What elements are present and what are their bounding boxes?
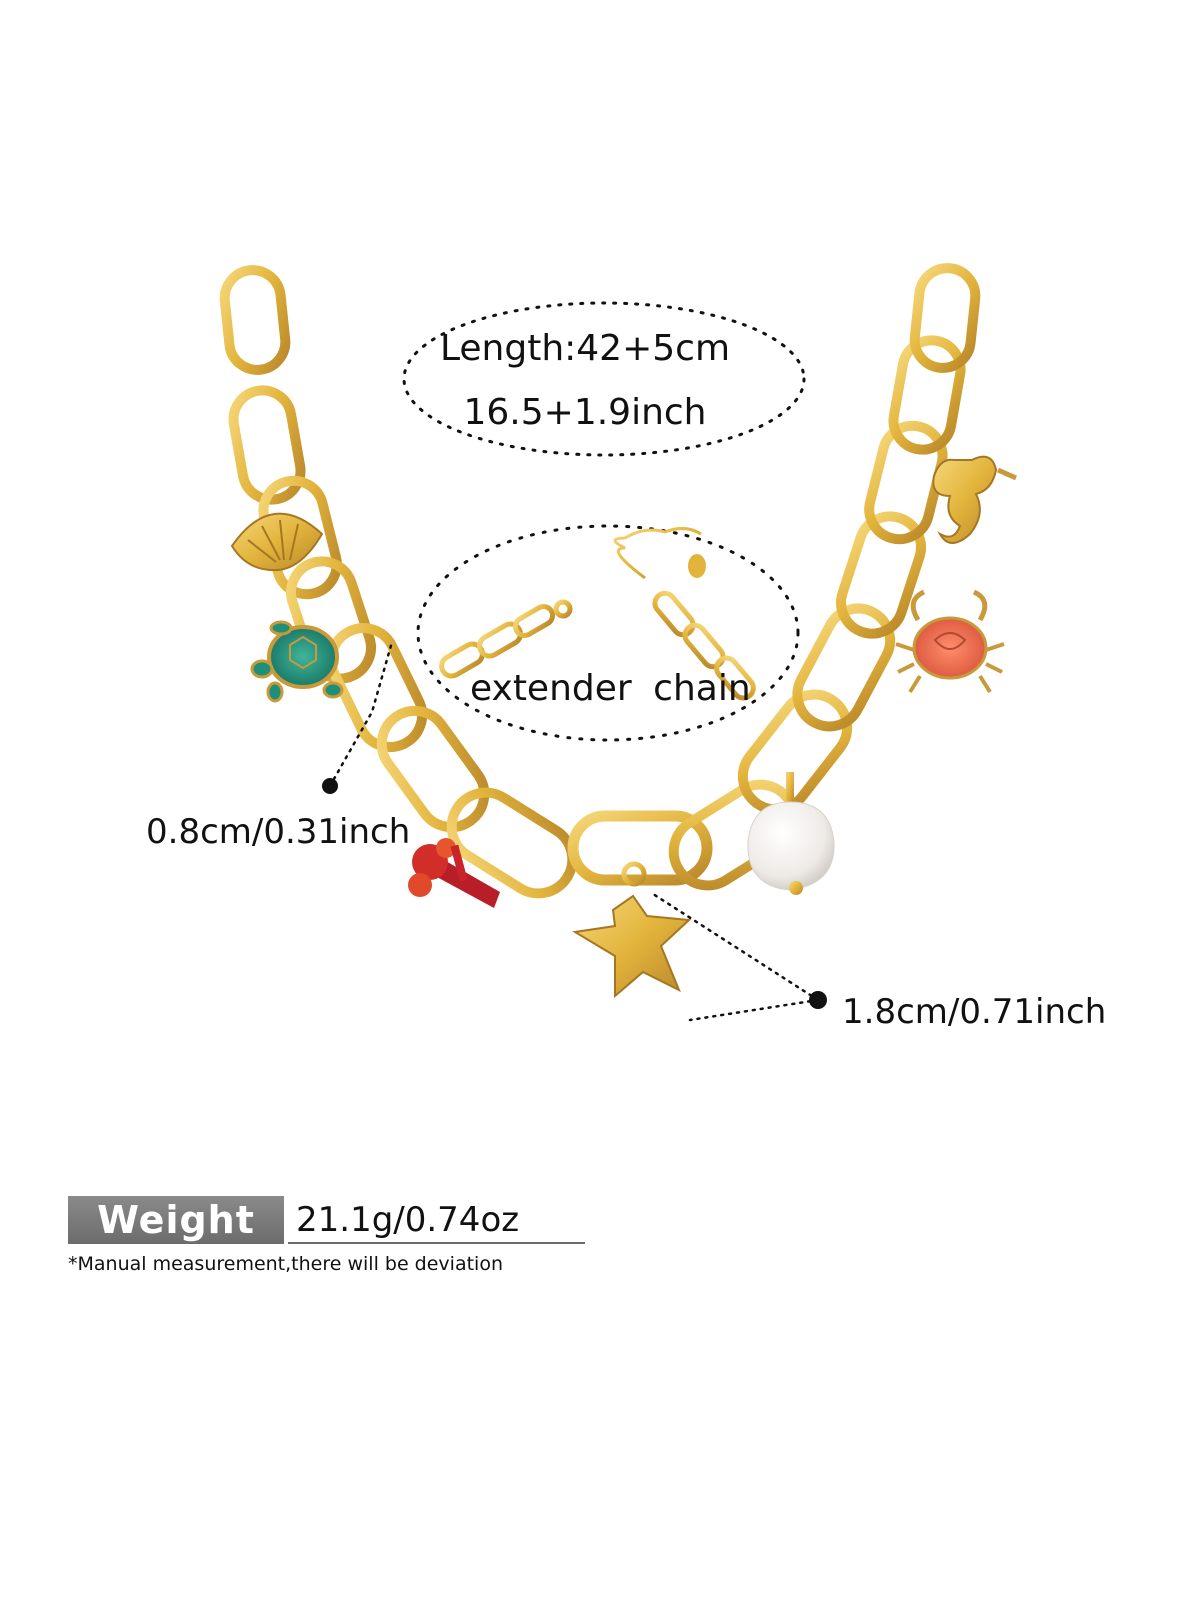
length-cm-label: Length:42+5cm (439, 328, 731, 369)
weight-value: 21.1g/0.74oz (296, 1200, 520, 1240)
measurement-disclaimer: *Manual measurement,there will be deviat… (68, 1253, 503, 1275)
coral-charm (408, 838, 500, 908)
shell-charm (230, 512, 324, 572)
turtle-charm (250, 620, 344, 703)
pendant-size-pointer (322, 640, 394, 794)
weight-title: Weight (68, 1196, 284, 1244)
length-inch-label: 16.5+1.9inch (463, 392, 707, 433)
extender-chain-left (439, 599, 573, 679)
pendant-size-label: 0.8cm/0.31inch (146, 812, 411, 852)
extender-chain-right (613, 527, 756, 701)
weight-underline (288, 1242, 585, 1244)
weight-spec: Weight 21.1g/0.74oz (68, 1196, 585, 1244)
seahorse-charm (932, 455, 1018, 544)
crab-charm (895, 589, 1005, 694)
extender-chain-label: extender chain (470, 668, 751, 709)
starfish-charm (572, 861, 692, 999)
charm-size-label: 1.8cm/0.71inch (842, 992, 1107, 1032)
extender-callout-ellipse (416, 524, 800, 742)
pearl-charm (747, 772, 835, 895)
length-callout-ellipse (402, 301, 806, 457)
charm-size-pointer (648, 890, 827, 1022)
